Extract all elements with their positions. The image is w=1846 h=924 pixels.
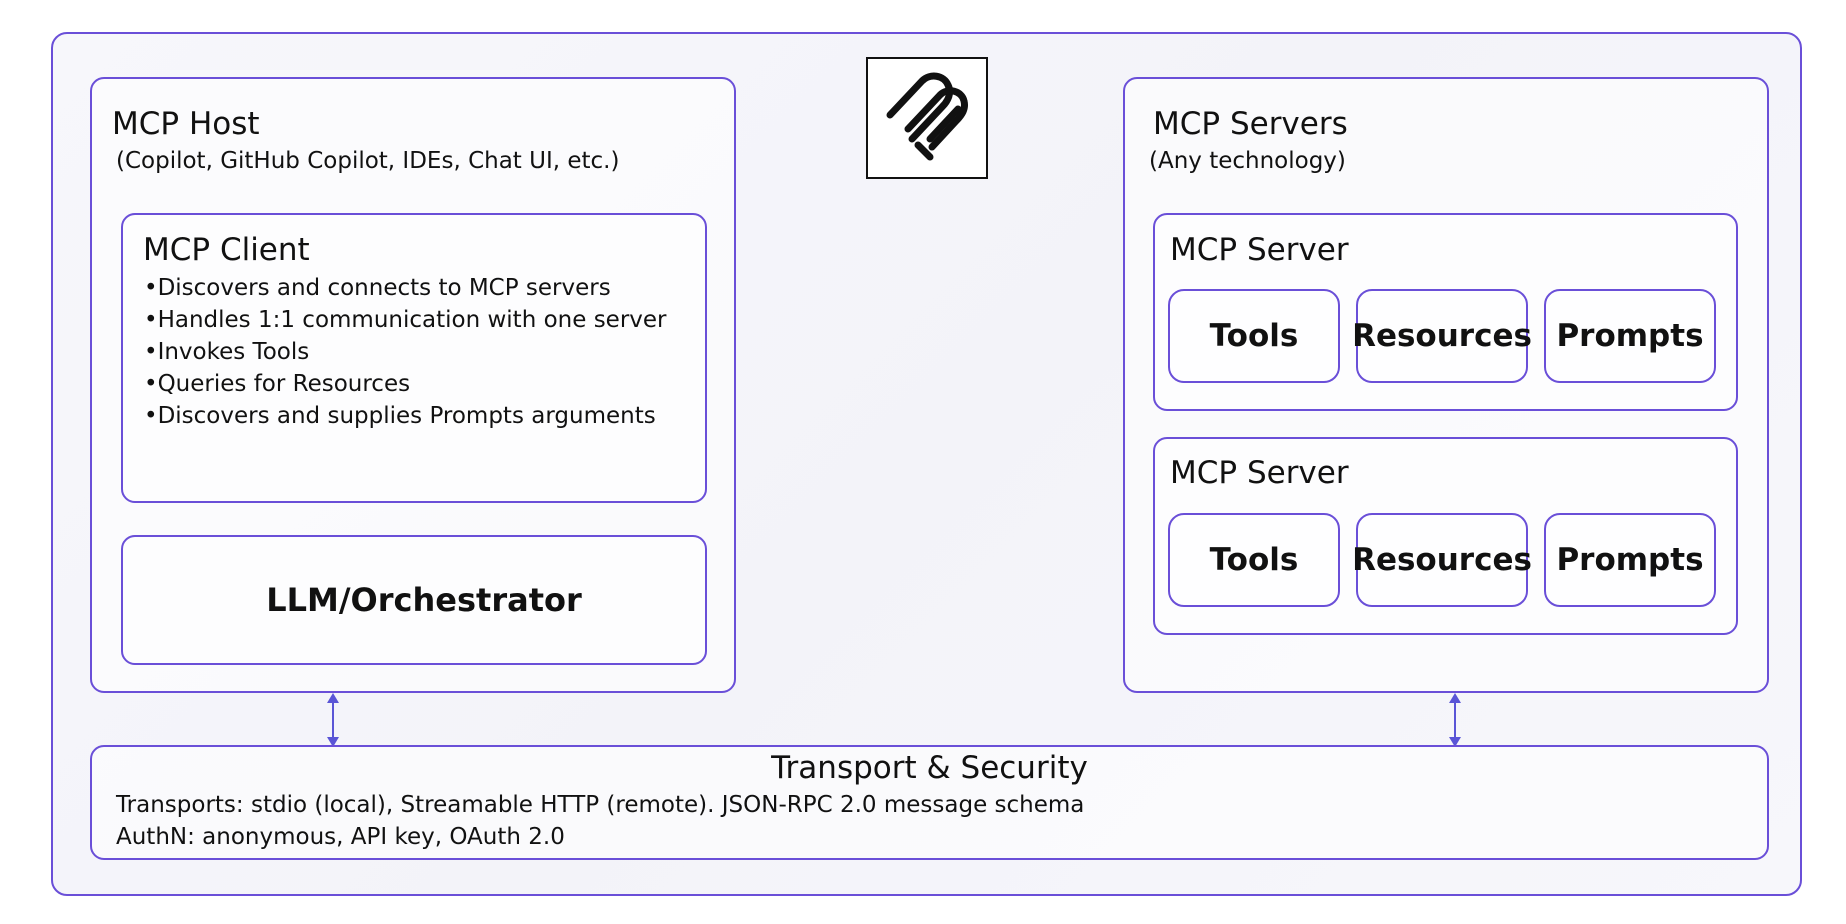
chip-label: Prompts — [1556, 542, 1704, 578]
mcp-servers-subtitle: (Any technology) — [1149, 148, 1346, 174]
list-item: •Discovers and supplies Prompts argument… — [144, 403, 656, 429]
mcp-client-title: MCP Client — [143, 232, 310, 268]
mcp-client-capabilities: •Discovers and connects to MCP servers •… — [144, 272, 667, 432]
llm-orchestrator-label: LLM/Orchestrator — [266, 581, 582, 619]
list-item: •Queries for Resources — [144, 371, 411, 397]
transport-security-box — [90, 745, 1769, 860]
servers-transport-arrow — [1449, 693, 1461, 747]
mcp-server-title: MCP Server — [1170, 455, 1349, 491]
tools-chip: Tools — [1168, 289, 1340, 383]
mcp-server-title: MCP Server — [1170, 232, 1349, 268]
llm-orchestrator-box: LLM/Orchestrator — [121, 535, 707, 665]
list-item: •Discovers and connects to MCP servers — [144, 275, 611, 301]
auth-line: AuthN: anonymous, API key, OAuth 2.0 — [116, 824, 565, 850]
transport-security-title: Transport & Security — [771, 750, 1088, 786]
tools-chip: Tools — [1168, 513, 1340, 607]
chip-label: Tools — [1209, 318, 1299, 354]
list-item: •Handles 1:1 communication with one serv… — [144, 307, 667, 333]
mcp-logo-icon — [886, 72, 968, 161]
host-transport-arrow — [327, 693, 339, 747]
mcp-logo — [866, 57, 988, 179]
mcp-host-title: MCP Host — [112, 106, 260, 142]
transport-line: Transports: stdio (local), Streamable HT… — [116, 792, 1085, 818]
chip-label: Tools — [1209, 542, 1299, 578]
mcp-client-box — [121, 213, 707, 503]
chip-label: Resources — [1352, 542, 1532, 578]
mcp-host-subtitle: (Copilot, GitHub Copilot, IDEs, Chat UI,… — [116, 148, 620, 174]
list-item: •Invokes Tools — [144, 339, 310, 365]
chip-label: Prompts — [1556, 318, 1704, 354]
chip-label: Resources — [1352, 318, 1532, 354]
resources-chip: Resources — [1352, 513, 1532, 607]
prompts-chip: Prompts — [1544, 513, 1716, 607]
prompts-chip: Prompts — [1544, 289, 1716, 383]
resources-chip: Resources — [1352, 289, 1532, 383]
mcp-servers-title: MCP Servers — [1153, 106, 1348, 142]
